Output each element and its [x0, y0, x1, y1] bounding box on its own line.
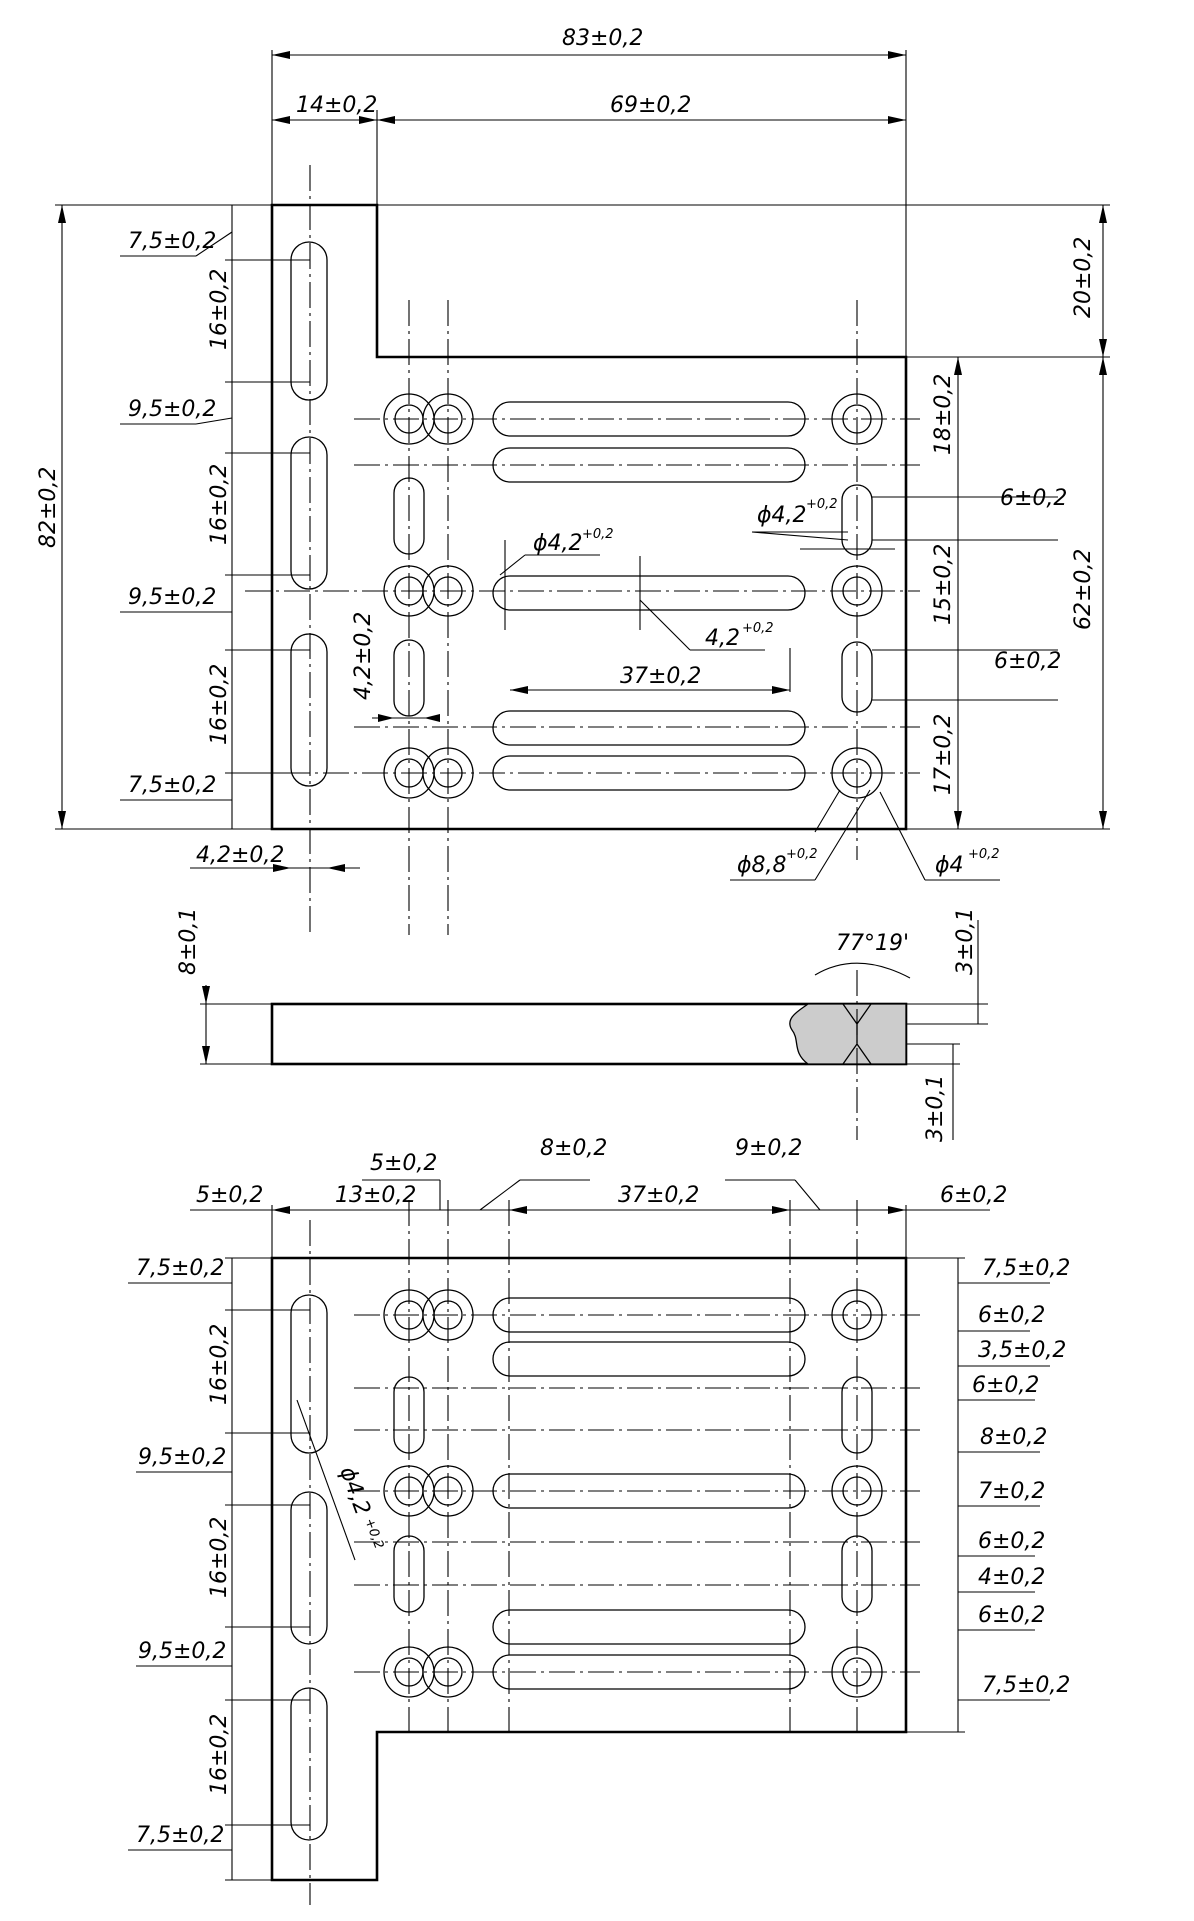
dim-right-col-2: 6±0,2	[1000, 486, 1067, 511]
dim-right-col-5: 17±0,2	[931, 714, 956, 795]
bottom-right-dim-lines	[906, 1257, 1050, 1733]
b-dim-top-2: 13±0,2	[335, 1183, 416, 1208]
dim-right-col-3: 15±0,2	[931, 544, 956, 625]
dim-overall-width: 83±0,2	[562, 26, 643, 51]
b-dim-left-3: 9,5±0,2	[138, 1445, 226, 1470]
bottom-top-dim-lines	[190, 1179, 990, 1258]
slot-left-3	[290, 633, 328, 787]
section-view: 8±0,1 77°19' 3±0,1 3±0,1	[176, 908, 988, 1142]
top-center-lines	[245, 165, 920, 935]
b-dim-right-2: 6±0,2	[978, 1303, 1045, 1328]
b-dim-top-5: 37±0,2	[618, 1183, 699, 1208]
slot-left-1	[290, 241, 328, 401]
dim-left-col-2: 16±0,2	[207, 269, 232, 350]
b-dim-left-5: 9,5±0,2	[138, 1639, 226, 1664]
dim-left-col-5: 9,5±0,2	[128, 585, 216, 610]
dim-slot-width-mid: 4,2±0,2	[351, 612, 376, 700]
dim-left-col-6: 16±0,2	[207, 664, 232, 745]
bottom-view-outline	[270, 1256, 908, 1882]
top-view-outline	[270, 203, 908, 831]
dim-slot-length: 37±0,2	[620, 664, 701, 689]
top-dim-lines	[271, 50, 907, 357]
dim-top-depth: 3±0,1	[953, 908, 978, 975]
dim-left-col-4: 16±0,2	[207, 464, 232, 545]
dim-left-col-7: 7,5±0,2	[128, 773, 216, 798]
b-dim-top-6: 9±0,2	[735, 1136, 802, 1161]
dim-right-slot-dia: ϕ4,2	[757, 503, 807, 528]
dim-right-col-1: 18±0,2	[931, 374, 956, 455]
dim-left-col-1: 7,5±0,2	[128, 229, 216, 254]
top-view: 83±0,2 14±0,2 69±0,2 20±0,2 62±0,2 18±0,…	[36, 26, 1110, 935]
dim-angle: 77°19'	[836, 931, 909, 956]
dim-slot-dia: ϕ4,2	[533, 531, 583, 556]
section-dim-lines	[200, 920, 988, 1140]
dim-hole-inner-tol: +0,2	[968, 847, 1000, 862]
b-dim-left-4: 16±0,2	[207, 1517, 232, 1598]
b-dim-top-3: 5±0,2	[370, 1151, 437, 1176]
b-dim-right-5: 8±0,2	[980, 1425, 1047, 1450]
dim-bottom-depth: 3±0,1	[923, 1075, 948, 1142]
dim-overall-height: 82±0,2	[36, 467, 61, 548]
dim-right-width: 69±0,2	[610, 93, 691, 118]
b-slot-left-2	[290, 1491, 328, 1645]
right-dim-lines	[377, 204, 1110, 830]
b-dim-right-7: 6±0,2	[978, 1529, 1045, 1554]
b-dim-left-7: 7,5±0,2	[136, 1823, 224, 1848]
b-dim-left-1: 7,5±0,2	[136, 1256, 224, 1281]
bottom-view: 5±0,2 13±0,2 5±0,2 8±0,2 37±0,2 9±0,2 6±…	[128, 1136, 1070, 1905]
b-slot-left-1	[290, 1294, 328, 1454]
slot-width-dims	[190, 531, 1000, 881]
b-dim-left-6: 16±0,2	[207, 1714, 232, 1795]
dim-slot-width-tol: +0,2	[742, 621, 774, 636]
b-dim-right-9: 6±0,2	[978, 1603, 1045, 1628]
dim-left-col-3: 9,5±0,2	[128, 397, 216, 422]
section-hatch	[789, 1003, 907, 1065]
left-dim-lines	[55, 204, 310, 830]
dim-right-col-4: 6±0,2	[994, 649, 1061, 674]
b-slot-left-3	[290, 1687, 328, 1841]
bottom-center-lines	[309, 1200, 920, 1905]
dim-right-slot-dia-tol: +0,2	[806, 497, 838, 512]
b-slot-long-4	[492, 1609, 806, 1645]
b-dim-top-1: 5±0,2	[196, 1183, 263, 1208]
dim-slot-width: 4,2	[705, 626, 740, 651]
b-dim-right-3: 3,5±0,2	[978, 1338, 1066, 1363]
slot-long-3	[492, 575, 806, 611]
b-dim-right-6: 7±0,2	[978, 1479, 1045, 1504]
dim-lower-height: 62±0,2	[1071, 549, 1096, 630]
b-dim-right-10: 7,5±0,2	[982, 1673, 1070, 1698]
b-dim-right-1: 7,5±0,2	[982, 1256, 1070, 1281]
bottom-left-dim-lines	[128, 1257, 310, 1881]
dim-left-width: 14±0,2	[296, 93, 377, 118]
dim-hole-outer-tol: +0,2	[786, 847, 818, 862]
dim-top-step: 20±0,2	[1071, 237, 1096, 318]
b-dim-right-8: 4±0,2	[978, 1565, 1045, 1590]
slot-left-2	[290, 436, 328, 590]
dim-hole-inner: ϕ4	[935, 853, 964, 878]
b-dim-top-7: 6±0,2	[940, 1183, 1007, 1208]
dim-thickness: 8±0,1	[176, 908, 201, 975]
b-dim-left-2: 16±0,2	[207, 1324, 232, 1405]
b-dim-right-4: 6±0,2	[972, 1373, 1039, 1398]
dim-hole-outer: ϕ8,8	[737, 853, 787, 878]
b-dim-top-4: 8±0,2	[540, 1136, 607, 1161]
b-slot-long-2	[492, 1341, 806, 1377]
b-dim-slot-dia-tol: +0,2	[361, 1516, 386, 1551]
dim-slot-width-left: 4,2±0,2	[196, 843, 284, 868]
dim-slot-dia-tol: +0,2	[582, 527, 614, 542]
b-dim-slot-dia: ϕ4,2	[334, 1464, 374, 1519]
slot-long-4	[492, 710, 806, 746]
